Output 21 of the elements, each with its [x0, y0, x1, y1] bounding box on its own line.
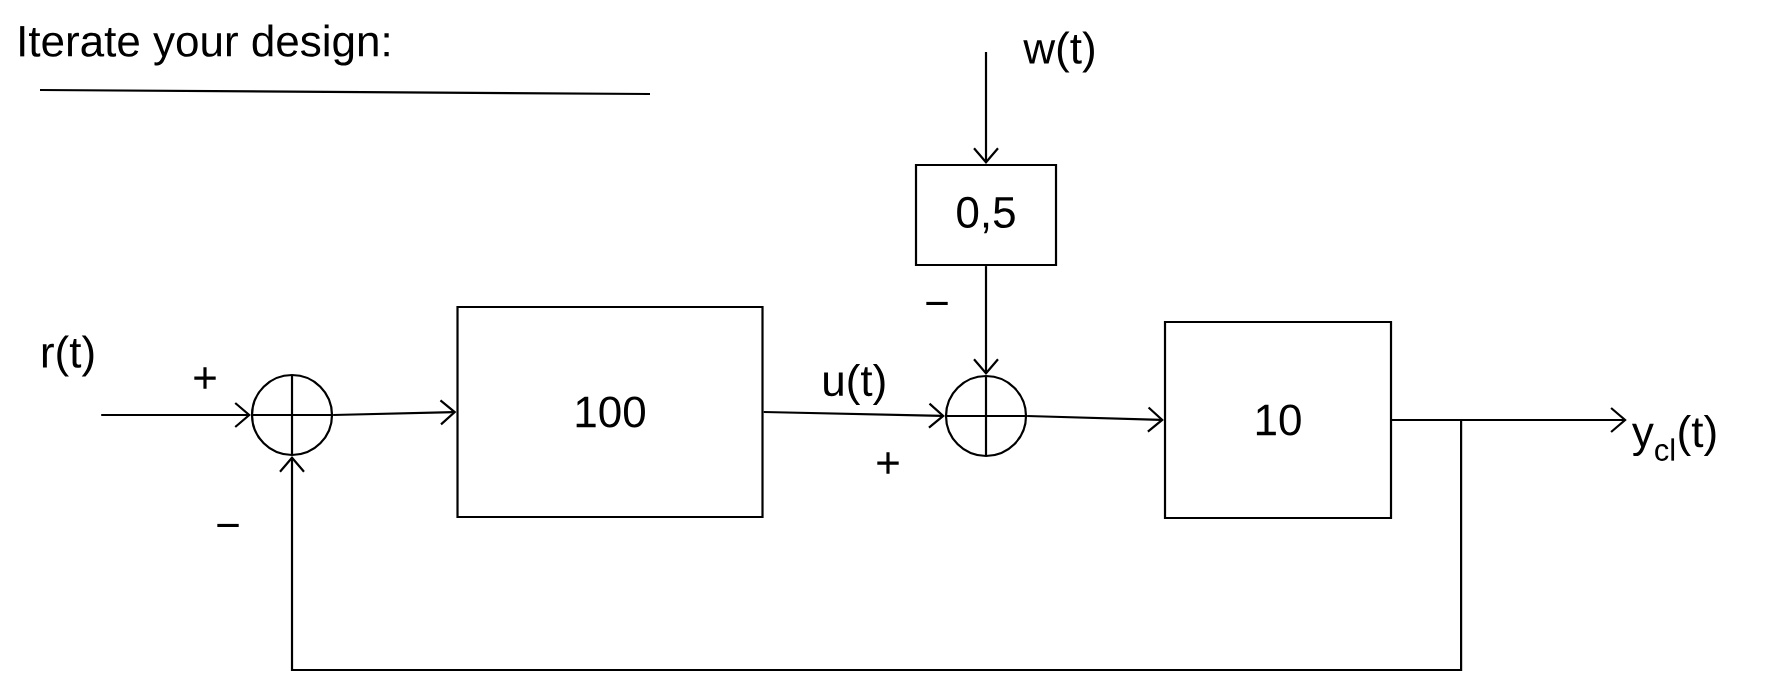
block-box: 0,5 — [914, 163, 1058, 267]
signal-label: w(t) — [1023, 31, 1094, 73]
title: Iterate your design: — [20, 24, 389, 66]
arrow — [1027, 406, 1164, 433]
summing-junction — [944, 374, 1028, 458]
signal-label: y$_{cl}$(t) — [1632, 415, 1716, 461]
arrow — [763, 402, 945, 429]
arrow — [279, 418, 1463, 672]
arrow — [101, 402, 251, 428]
summing-junction — [250, 373, 334, 457]
signal-label: r(t) — [42, 335, 94, 377]
sign-label: + — [877, 452, 899, 474]
sign-label: − — [217, 523, 239, 528]
block-box: 10 — [1163, 320, 1393, 520]
sign-label: + — [194, 367, 216, 389]
arrow — [973, 266, 999, 375]
block-box: 100 — [456, 305, 764, 519]
arrow — [973, 52, 999, 164]
arrow — [333, 399, 457, 426]
edge-label: u(t) — [819, 361, 890, 407]
sign-label: − — [926, 301, 948, 306]
